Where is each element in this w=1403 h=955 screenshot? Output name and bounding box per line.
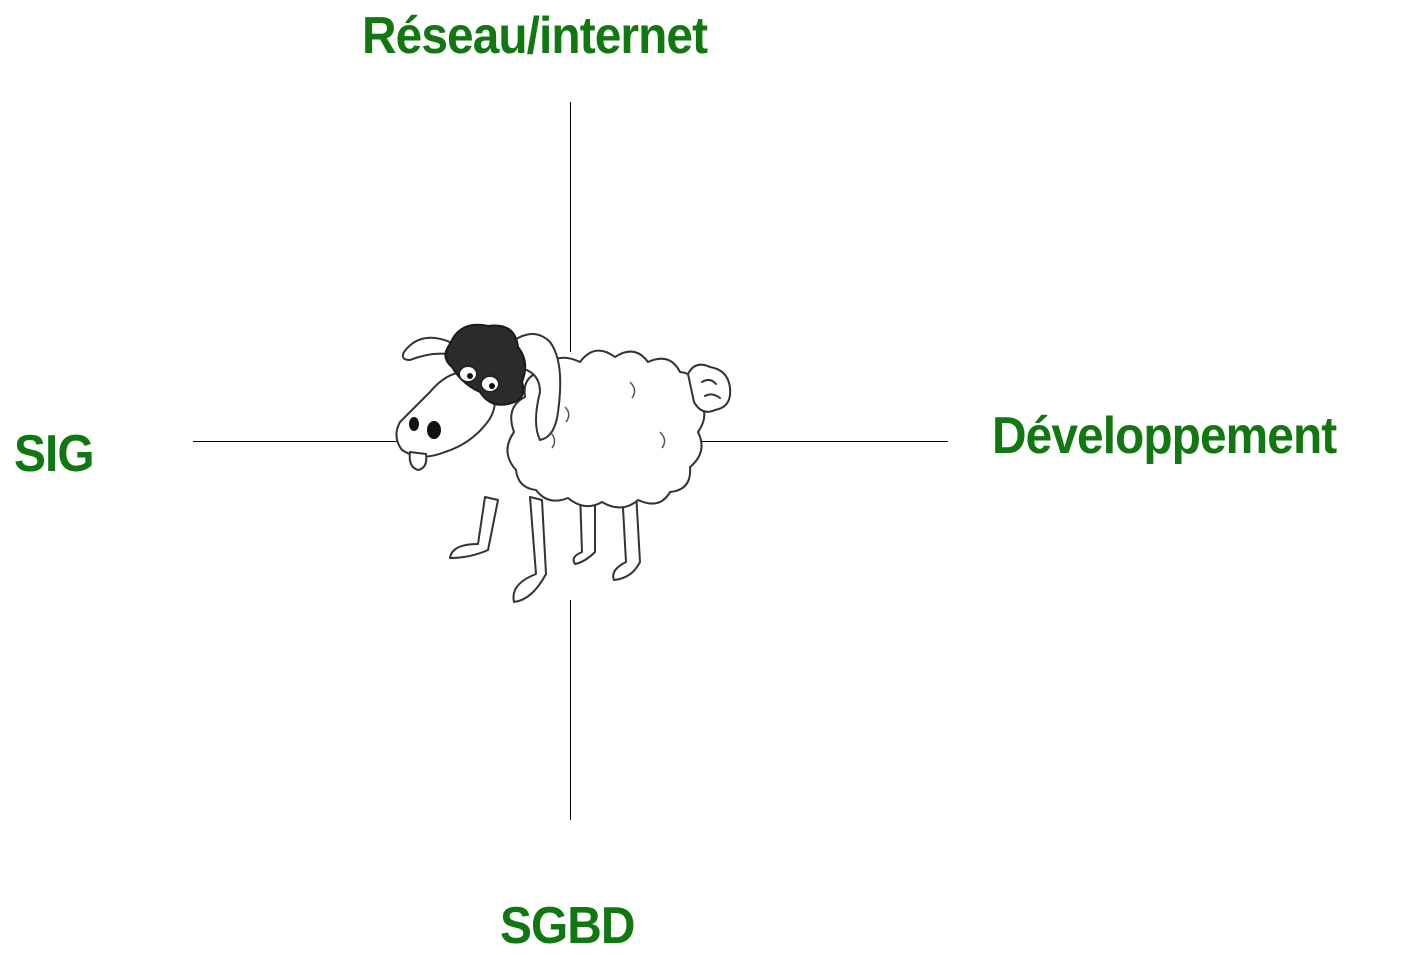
- sheep-tongue: [408, 451, 428, 471]
- sheep-leg-back-right: [612, 489, 641, 581]
- sheep-tail: [687, 363, 732, 413]
- label-sgbd: SGBD: [500, 897, 635, 955]
- axis-vertical-top: [570, 102, 571, 352]
- sheep-illustration: [395, 323, 732, 603]
- label-sig: SIG: [14, 425, 95, 483]
- axis-horizontal-right: [690, 441, 948, 442]
- sheep-hair: [444, 323, 527, 406]
- sheep-leg-front-right: [512, 496, 547, 603]
- sheep-ear-left: [401, 336, 451, 361]
- sheep-nostril-right: [427, 421, 441, 439]
- sheep-leg-back-left: [572, 491, 596, 565]
- sheep-nostril-left: [409, 417, 419, 431]
- axis-horizontal-left: [193, 441, 398, 442]
- label-developpement: Développement: [992, 407, 1337, 465]
- sheep-leg-front-left: [449, 496, 499, 559]
- axis-vertical-bottom: [570, 600, 571, 820]
- label-reseau-internet: Réseau/internet: [362, 7, 708, 65]
